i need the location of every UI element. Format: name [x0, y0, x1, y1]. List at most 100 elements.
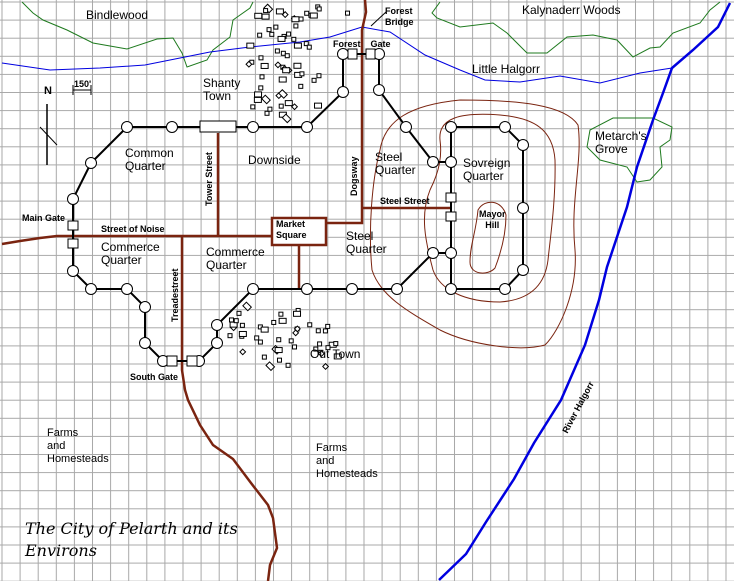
wall-tower — [121, 283, 133, 295]
building — [278, 89, 288, 99]
farms2-line3: Homesteads — [316, 468, 378, 480]
market-line2: Square — [276, 230, 307, 240]
building — [322, 362, 330, 370]
south-gate-east[interactable] — [186, 355, 198, 367]
wall-tower — [85, 157, 97, 169]
main-gate-south[interactable] — [67, 238, 79, 249]
dogsway-road — [326, 0, 368, 225]
building — [276, 357, 282, 363]
building — [317, 350, 325, 358]
metarch-line2: Grove — [595, 142, 628, 156]
tower-gate[interactable] — [199, 120, 237, 133]
main-gate-label: Main Gate — [22, 213, 66, 223]
south-gate-west[interactable] — [166, 355, 178, 367]
building — [333, 353, 342, 360]
building — [246, 42, 255, 49]
wall-tower — [400, 121, 412, 133]
wall-tower — [427, 156, 439, 168]
building — [233, 318, 239, 324]
forest-gate-west[interactable] — [347, 48, 358, 60]
contour-mayor-hill — [469, 201, 507, 274]
kalynaderr-label: Kalynaderr Woods — [522, 3, 621, 17]
building — [275, 8, 284, 15]
shanty-line2: Town — [203, 89, 232, 103]
building — [333, 341, 339, 347]
wall-tower — [211, 337, 223, 349]
mayor-line1: Mayor — [479, 209, 506, 219]
building — [263, 8, 269, 14]
wall-tower — [301, 121, 313, 133]
building — [293, 62, 302, 69]
building — [269, 31, 275, 37]
wall-tower — [427, 247, 439, 259]
steel-gate-south[interactable] — [445, 211, 457, 222]
bindlewood-label: Bindlewood — [86, 8, 149, 22]
sovreign-line2: Quarter — [463, 169, 504, 183]
wall-tower — [121, 121, 133, 133]
building — [280, 50, 286, 56]
treadestreet-label: Treadestreet — [170, 268, 180, 322]
building — [261, 94, 271, 105]
building — [306, 44, 312, 50]
building — [276, 337, 282, 343]
river-halgorr — [438, 2, 732, 581]
building — [254, 12, 263, 19]
steel2-line2: Quarter — [346, 242, 387, 256]
farms1-line3: Homesteads — [47, 453, 109, 465]
wall-tower — [337, 48, 349, 60]
downside-label: Downside — [248, 153, 301, 167]
building — [258, 85, 264, 91]
building — [292, 344, 298, 350]
building — [316, 73, 322, 79]
building — [290, 103, 299, 111]
commerce1-line1: Commerce — [101, 240, 160, 254]
market-line1: Market — [276, 219, 306, 229]
wall-tower — [85, 283, 97, 295]
shanty-line1: Shanty — [203, 76, 241, 90]
forest-gate-east[interactable] — [365, 48, 376, 60]
building — [298, 16, 304, 22]
street-of-noise-road — [1, 234, 272, 246]
wall-tower — [445, 156, 457, 168]
market-square-box[interactable] — [270, 216, 328, 247]
steel-gate-north[interactable] — [445, 192, 457, 203]
title-line2: Environs — [25, 541, 97, 560]
wall-tower — [445, 121, 457, 133]
building — [253, 96, 262, 103]
commerce1-line2: Quarter — [101, 253, 142, 267]
kalynaderr-border — [431, 1, 721, 58]
bindlewood-border — [21, 1, 254, 68]
building — [345, 10, 351, 16]
building — [304, 10, 310, 16]
main-gate-north[interactable] — [67, 220, 79, 231]
building — [286, 31, 292, 37]
building — [258, 55, 264, 61]
wall-tower — [445, 247, 457, 259]
building — [293, 310, 302, 317]
wall-tower — [337, 86, 349, 98]
forest-gate-word2: Gate — [370, 39, 391, 49]
building — [261, 13, 270, 20]
building — [274, 48, 280, 54]
little-halgorr-label: Little Halgorr — [472, 62, 541, 76]
steel-street-label: Steel Street — [380, 196, 430, 206]
tower-street-label: Tower Street — [204, 152, 214, 206]
wall-tower — [517, 264, 529, 276]
building — [314, 102, 323, 109]
building — [303, 41, 309, 47]
building — [265, 361, 276, 372]
wall-tower — [166, 121, 178, 133]
wall-tower — [499, 121, 511, 133]
building — [250, 104, 256, 110]
building — [278, 76, 287, 83]
building — [282, 67, 291, 74]
